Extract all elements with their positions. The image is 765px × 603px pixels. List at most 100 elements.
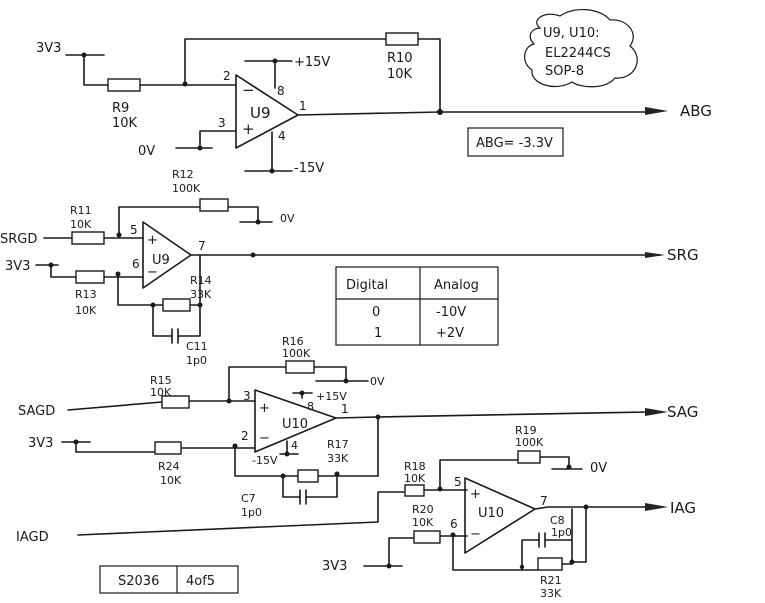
u9b-pin6: 6	[132, 257, 140, 271]
title-block: S2036 4of5	[99, 565, 239, 594]
minus-sign: −	[147, 265, 158, 280]
wire	[175, 130, 237, 149]
minus-sign: −	[259, 431, 270, 446]
r10-ref: R10	[387, 51, 413, 66]
wire	[244, 60, 293, 89]
truth-table: Digital Analog 0 -10V 1 +2V	[335, 266, 499, 346]
r18-value: 10K	[404, 472, 426, 485]
r14-ref: R14	[190, 274, 212, 287]
wire	[35, 264, 144, 278]
output-arrow-icon	[645, 107, 668, 115]
resistor-r15	[161, 395, 190, 409]
wire	[228, 366, 369, 402]
junction-dot	[299, 390, 305, 396]
junction-dot	[280, 473, 286, 479]
u9a-pin1: 1	[299, 99, 307, 113]
output-arrow-icon	[645, 252, 665, 258]
stage4-gnd-label: 0V	[590, 461, 607, 476]
r16-ref: R16	[282, 335, 304, 348]
wire	[297, 111, 649, 116]
r20-value: 10K	[412, 516, 434, 529]
c11-ref: C11	[186, 340, 208, 353]
wire	[184, 38, 441, 113]
junction-dot	[250, 252, 256, 258]
resistor-r11	[71, 231, 105, 245]
u10a-pin2: 2	[241, 429, 249, 443]
stage1-3v3-label: 3V3	[36, 41, 61, 56]
plus-sign: +	[147, 233, 158, 248]
junction-dot	[566, 464, 572, 470]
u10b-pin7: 7	[540, 494, 548, 508]
abg-note: ABG= -3.3V	[476, 136, 553, 151]
plus-sign: +	[259, 401, 270, 416]
resistor-r18	[404, 484, 425, 497]
u9b-label: U9	[152, 253, 170, 268]
plus-sign: +	[470, 487, 481, 502]
r15-ref: R15	[150, 374, 172, 387]
table-header-digital: Digital	[346, 278, 388, 293]
junction-dot	[73, 439, 79, 445]
table-cell: +2V	[436, 326, 464, 341]
junction-dot	[375, 414, 381, 420]
r19-value: 100K	[515, 436, 544, 449]
u10a-pin3: 3	[243, 389, 251, 403]
wire	[234, 417, 379, 498]
resistor-r19	[517, 450, 541, 464]
stage2-gnd-label: 0V	[280, 212, 295, 225]
resistor-r13	[75, 270, 105, 284]
wire	[571, 506, 587, 563]
junction-dot	[269, 168, 275, 174]
capacitor-c8	[538, 532, 546, 548]
r13-value: 10K	[75, 304, 97, 317]
r12-value: 100K	[172, 182, 201, 195]
cloud-outline	[524, 9, 638, 88]
output-arrow-icon	[645, 503, 668, 511]
stage1-vpos-label: +15V	[294, 55, 330, 70]
r24-value: 10K	[160, 474, 182, 487]
drawing-number: S2036	[118, 574, 159, 589]
opamp-u9a	[235, 74, 299, 149]
junction-dot	[81, 52, 87, 58]
u10b-pin6: 6	[450, 517, 458, 531]
stage4-3v3-label: 3V3	[322, 559, 347, 574]
srg-output-label: SRG	[667, 246, 699, 264]
r24-ref: R24	[158, 460, 180, 473]
iag-output-label: IAG	[670, 499, 696, 517]
opamp-u9b	[142, 221, 192, 289]
u9a-pin3: 3	[218, 116, 226, 130]
resistor-r24	[154, 441, 182, 455]
r10-value: 10K	[387, 67, 413, 82]
junction-dot	[272, 58, 278, 64]
u9b-pin7: 7	[198, 239, 206, 253]
u10a-pin1: 1	[341, 402, 349, 416]
table-cell: 1	[374, 326, 382, 341]
u9a-pin2: 2	[223, 69, 231, 83]
junction-dot	[150, 302, 156, 308]
title-block-border	[99, 565, 239, 594]
minus-sign: −	[470, 527, 481, 542]
abg-output-label: ABG	[680, 102, 712, 120]
wire	[534, 506, 651, 510]
minus-sign: −	[242, 81, 255, 99]
u10a-label: U10	[282, 417, 308, 432]
junction-dot	[437, 109, 443, 115]
srgd-input-label: SRGD	[0, 232, 37, 247]
c7-ref: C7	[241, 492, 256, 505]
table-header-analog: Analog	[434, 278, 479, 293]
r16-value: 100K	[282, 347, 311, 360]
resistor-r14	[162, 298, 191, 312]
u10b-label: U10	[478, 506, 504, 521]
r18-ref: R18	[404, 460, 426, 473]
resistor-r12	[199, 198, 229, 212]
stage1-circuit: 3V3 R9 10K R10 10K U9 − + 2 3 1 8 4 0V +…	[36, 32, 712, 176]
c7-value: 1p0	[241, 506, 262, 519]
r17-value: 33K	[327, 452, 349, 465]
c8-value: 1p0	[551, 526, 572, 539]
junction-dot	[334, 471, 340, 477]
opamp-u10a	[254, 389, 337, 453]
junction-dot	[343, 378, 349, 384]
junction-dot	[48, 262, 54, 268]
stage1-vneg-label: -15V	[294, 161, 324, 176]
junction-dot	[197, 302, 203, 308]
